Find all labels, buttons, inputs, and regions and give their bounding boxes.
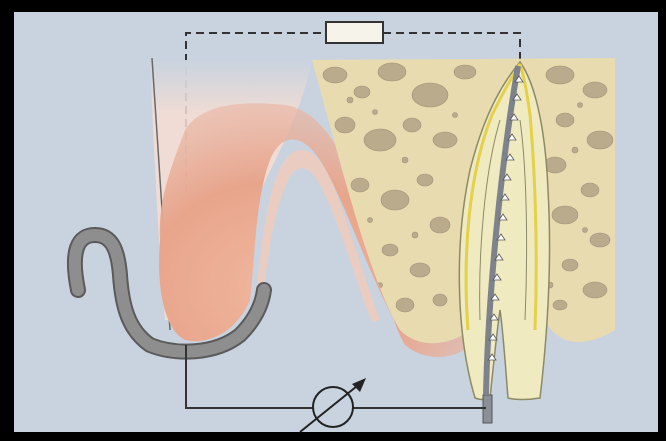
resistor-box-icon — [326, 22, 383, 43]
